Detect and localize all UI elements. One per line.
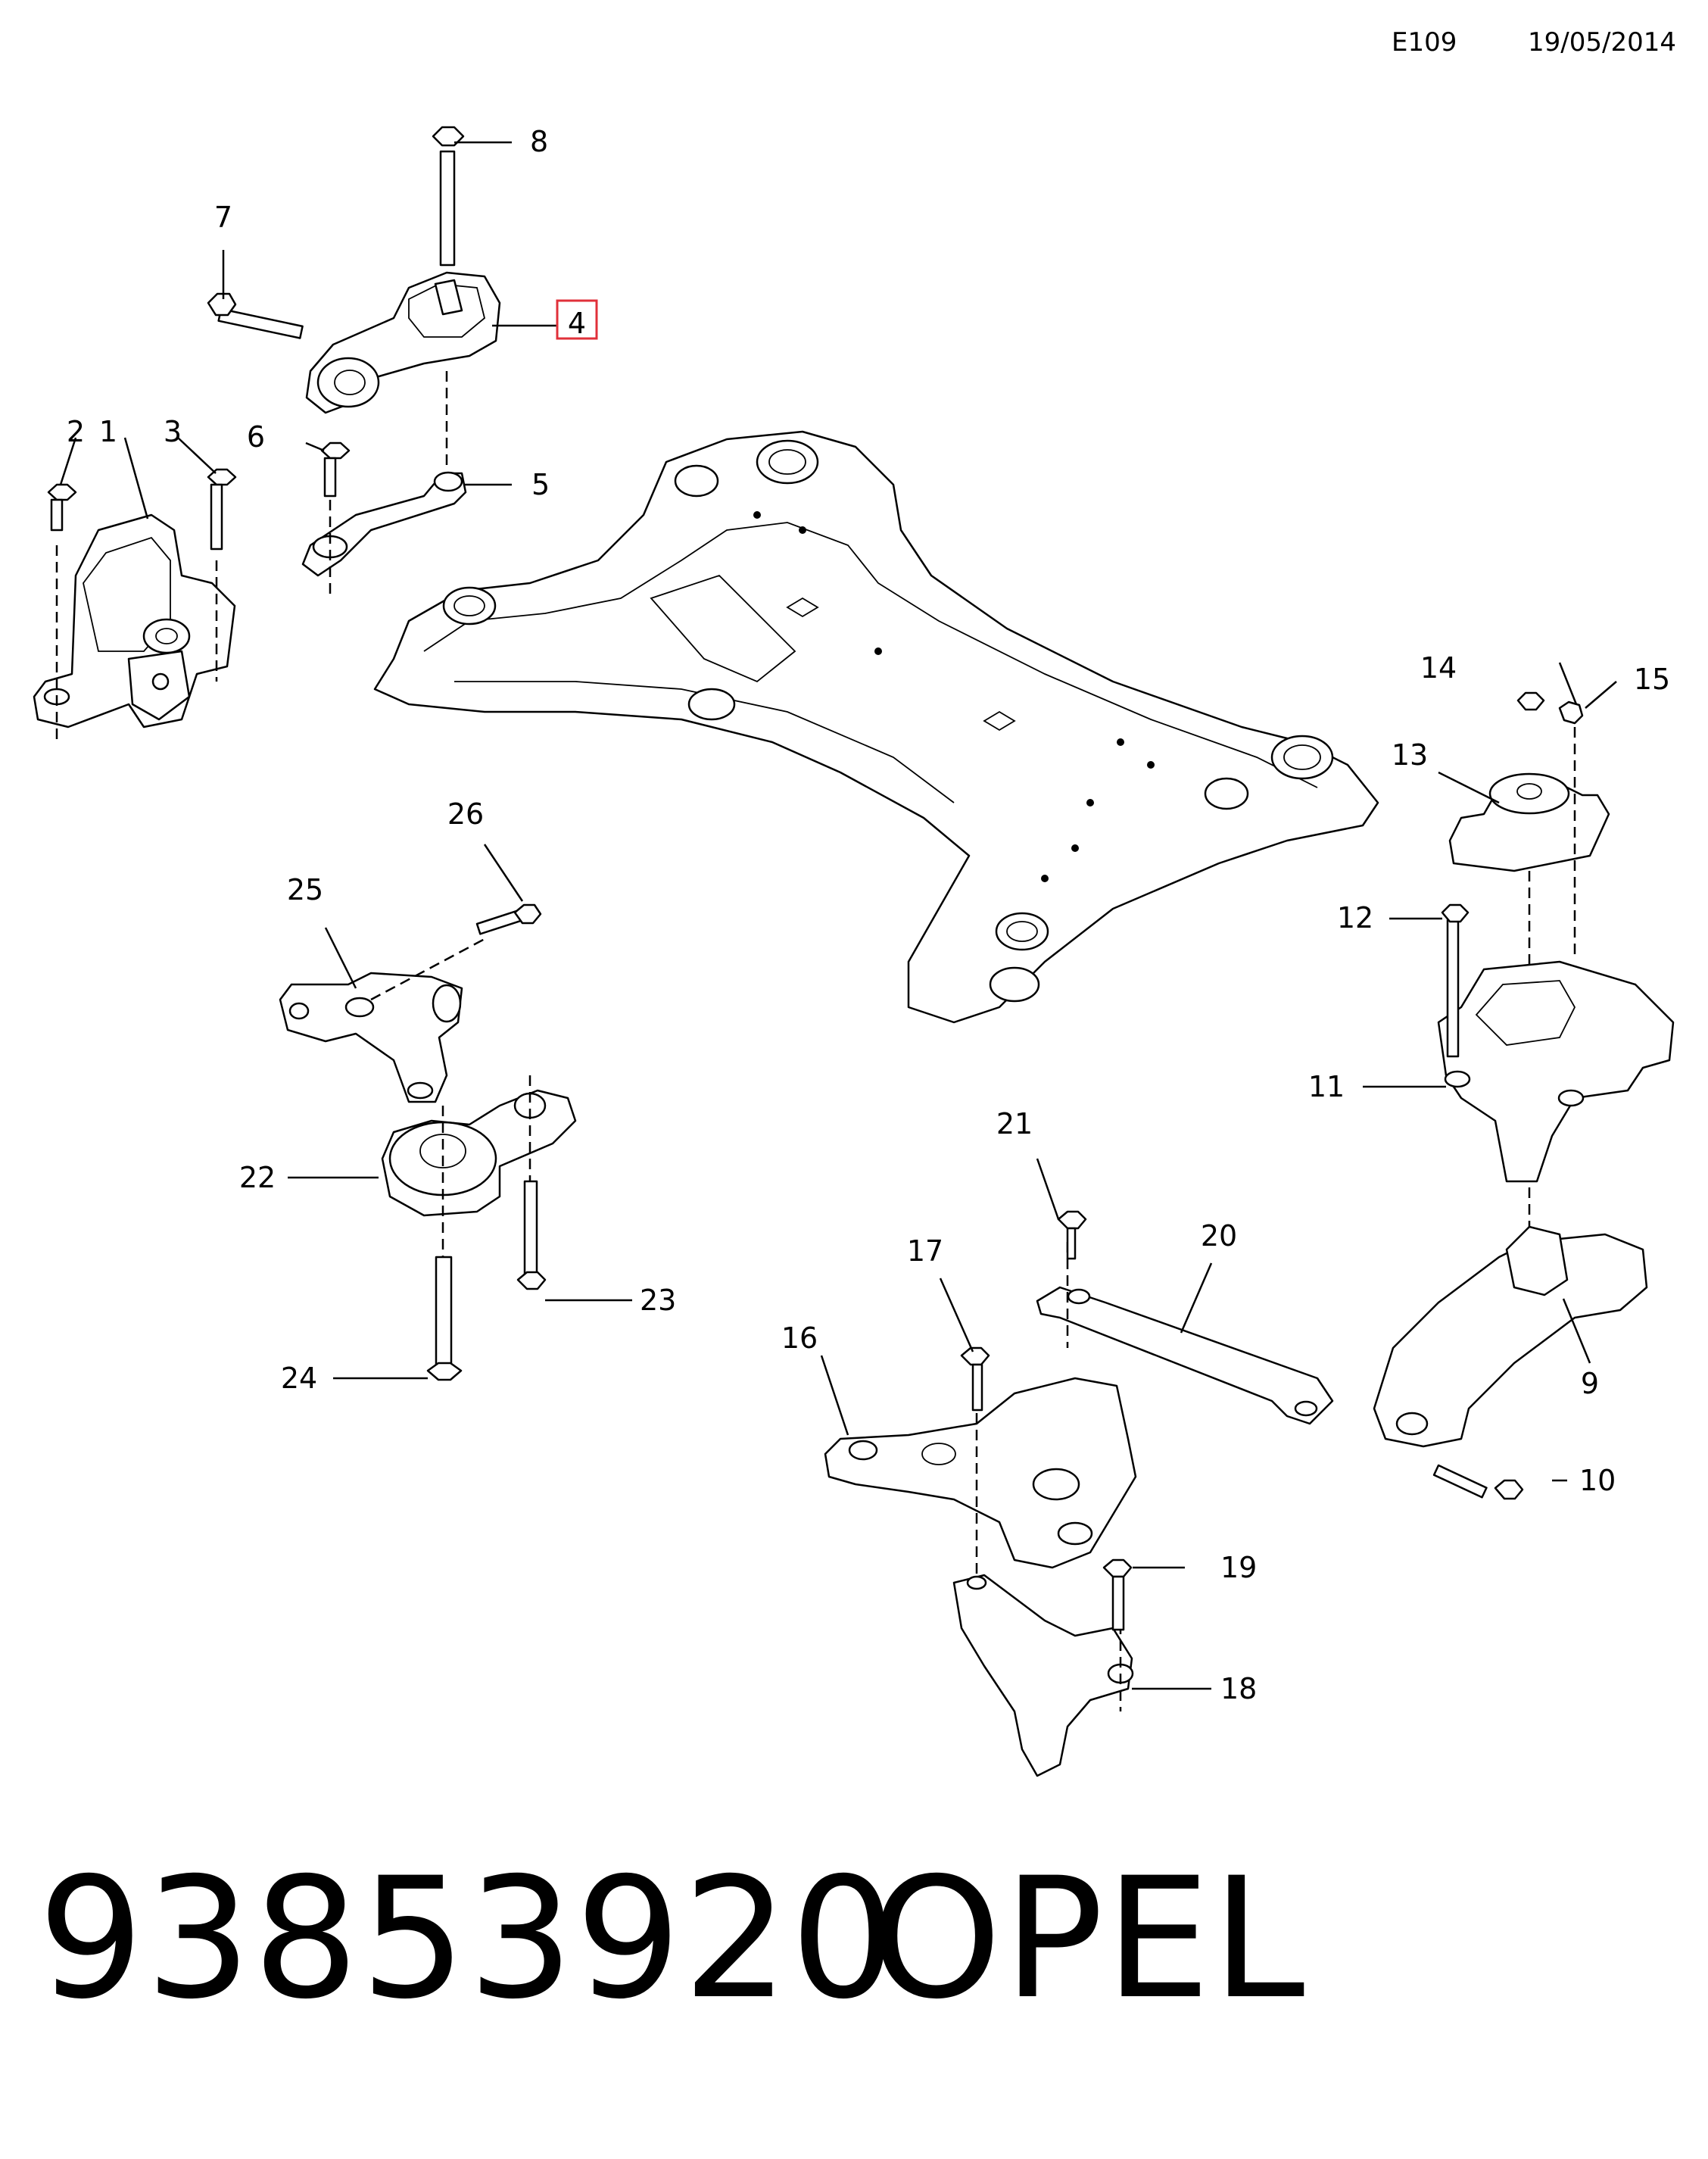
bracket-16-illustration — [824, 1210, 1334, 1777]
leader-lines — [59, 141, 1617, 1690]
callout-2: 2 — [67, 415, 85, 448]
callout-21: 21 — [996, 1107, 1033, 1140]
callout-8: 8 — [530, 125, 548, 158]
callout-4: 4 — [568, 307, 586, 340]
part-number: 93853920 — [38, 1842, 898, 2036]
highlight-box-part-4 — [556, 299, 598, 340]
callout-18: 18 — [1220, 1672, 1257, 1705]
callout-23: 23 — [640, 1284, 676, 1317]
callout-25: 25 — [287, 873, 323, 906]
callout-7: 7 — [214, 201, 232, 234]
callout-6: 6 — [247, 420, 265, 454]
callout-19: 19 — [1220, 1551, 1257, 1584]
callout-13: 13 — [1392, 738, 1428, 772]
link-rod-illustration — [301, 441, 467, 598]
callout-12: 12 — [1337, 901, 1373, 934]
callout-24: 24 — [281, 1362, 317, 1395]
subframe-illustration — [373, 430, 1379, 1024]
callout-26: 26 — [447, 797, 484, 831]
engine-mount-22-illustration — [381, 1075, 577, 1381]
diagram-date: 19/05/2014 — [1528, 27, 1676, 58]
callout-22: 22 — [239, 1161, 276, 1194]
bracket-25-illustration — [279, 903, 542, 1103]
callout-10: 10 — [1579, 1464, 1616, 1497]
torque-rod-illustration — [207, 126, 501, 470]
callout-labels: 1 2 3 4 5 6 7 8 9 10 11 12 13 14 15 16 1… — [67, 125, 1670, 1705]
diagram-code: E109 — [1392, 27, 1457, 58]
brand-name: OPEL — [871, 1842, 1307, 2036]
callout-14: 14 — [1420, 651, 1457, 685]
callout-9: 9 — [1581, 1367, 1599, 1400]
callout-11: 11 — [1308, 1070, 1345, 1103]
callout-15: 15 — [1634, 663, 1670, 696]
callout-5: 5 — [531, 468, 550, 501]
callout-16: 16 — [781, 1321, 818, 1355]
engine-mount-left-illustration — [33, 468, 237, 742]
callout-3: 3 — [164, 415, 182, 448]
transmission-mount-right-illustration — [1373, 691, 1675, 1500]
callout-1: 1 — [99, 415, 117, 448]
callout-17: 17 — [907, 1234, 943, 1268]
callout-20: 20 — [1201, 1219, 1237, 1253]
exploded-parts-diagram: 1 2 3 4 5 6 7 8 9 10 11 12 13 14 15 16 1… — [33, 125, 1675, 1777]
